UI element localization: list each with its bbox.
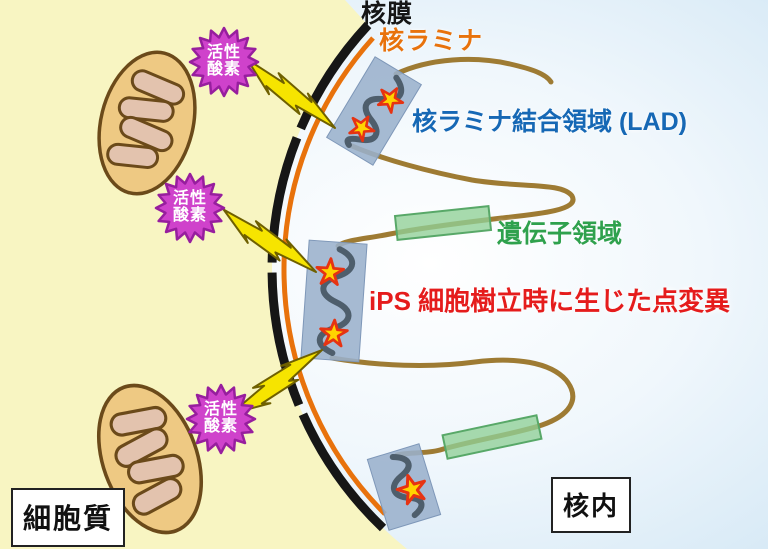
lad-box-top xyxy=(325,56,423,166)
lad-box-bottom xyxy=(366,443,442,531)
point-mutation-label: iPS 細胞樹立時に生じた点変異 xyxy=(369,286,731,316)
chromatin-fiber-loop2 xyxy=(329,355,576,458)
ros-line1: 活性 xyxy=(206,44,241,62)
nuclear-membrane-arc xyxy=(267,21,387,532)
heterochromatin-squiggle xyxy=(389,453,425,519)
chromatin-fibers xyxy=(329,56,576,458)
ros-line2: 酸素 xyxy=(206,61,241,78)
nuclear-lamina-label: 核ラミナ xyxy=(379,27,484,55)
chromatin-fiber-loop1 xyxy=(335,143,576,249)
nuclear-membrane-label: 核膜 xyxy=(361,0,414,28)
lad-box-middle xyxy=(300,239,368,363)
ros-line1: 活性 xyxy=(203,401,238,419)
cytoplasm-tag-box: 細胞質 xyxy=(11,488,126,547)
ros-burst-label: 活性 酸素 xyxy=(191,401,251,436)
nucleus-interior-tag-box: 核内 xyxy=(551,477,632,533)
ros-line2: 酸素 xyxy=(172,207,207,224)
chromatin-fiber-top xyxy=(393,56,554,85)
nuclear-lamina-arc xyxy=(281,36,387,516)
ros-line2: 酸素 xyxy=(203,418,238,435)
ros-burst-label: 活性 酸素 xyxy=(160,190,220,225)
ros-line1: 活性 xyxy=(172,190,207,208)
gene-region-label: 遺伝子領域 xyxy=(497,220,623,248)
lad-region-label: 核ラミナ結合領域 (LAD) xyxy=(412,108,687,136)
heterochromatin-squiggle xyxy=(316,246,356,357)
ros-burst-label: 活性 酸素 xyxy=(194,44,254,79)
gene-region-box-1 xyxy=(393,205,493,241)
gene-region-box-2 xyxy=(441,414,543,460)
